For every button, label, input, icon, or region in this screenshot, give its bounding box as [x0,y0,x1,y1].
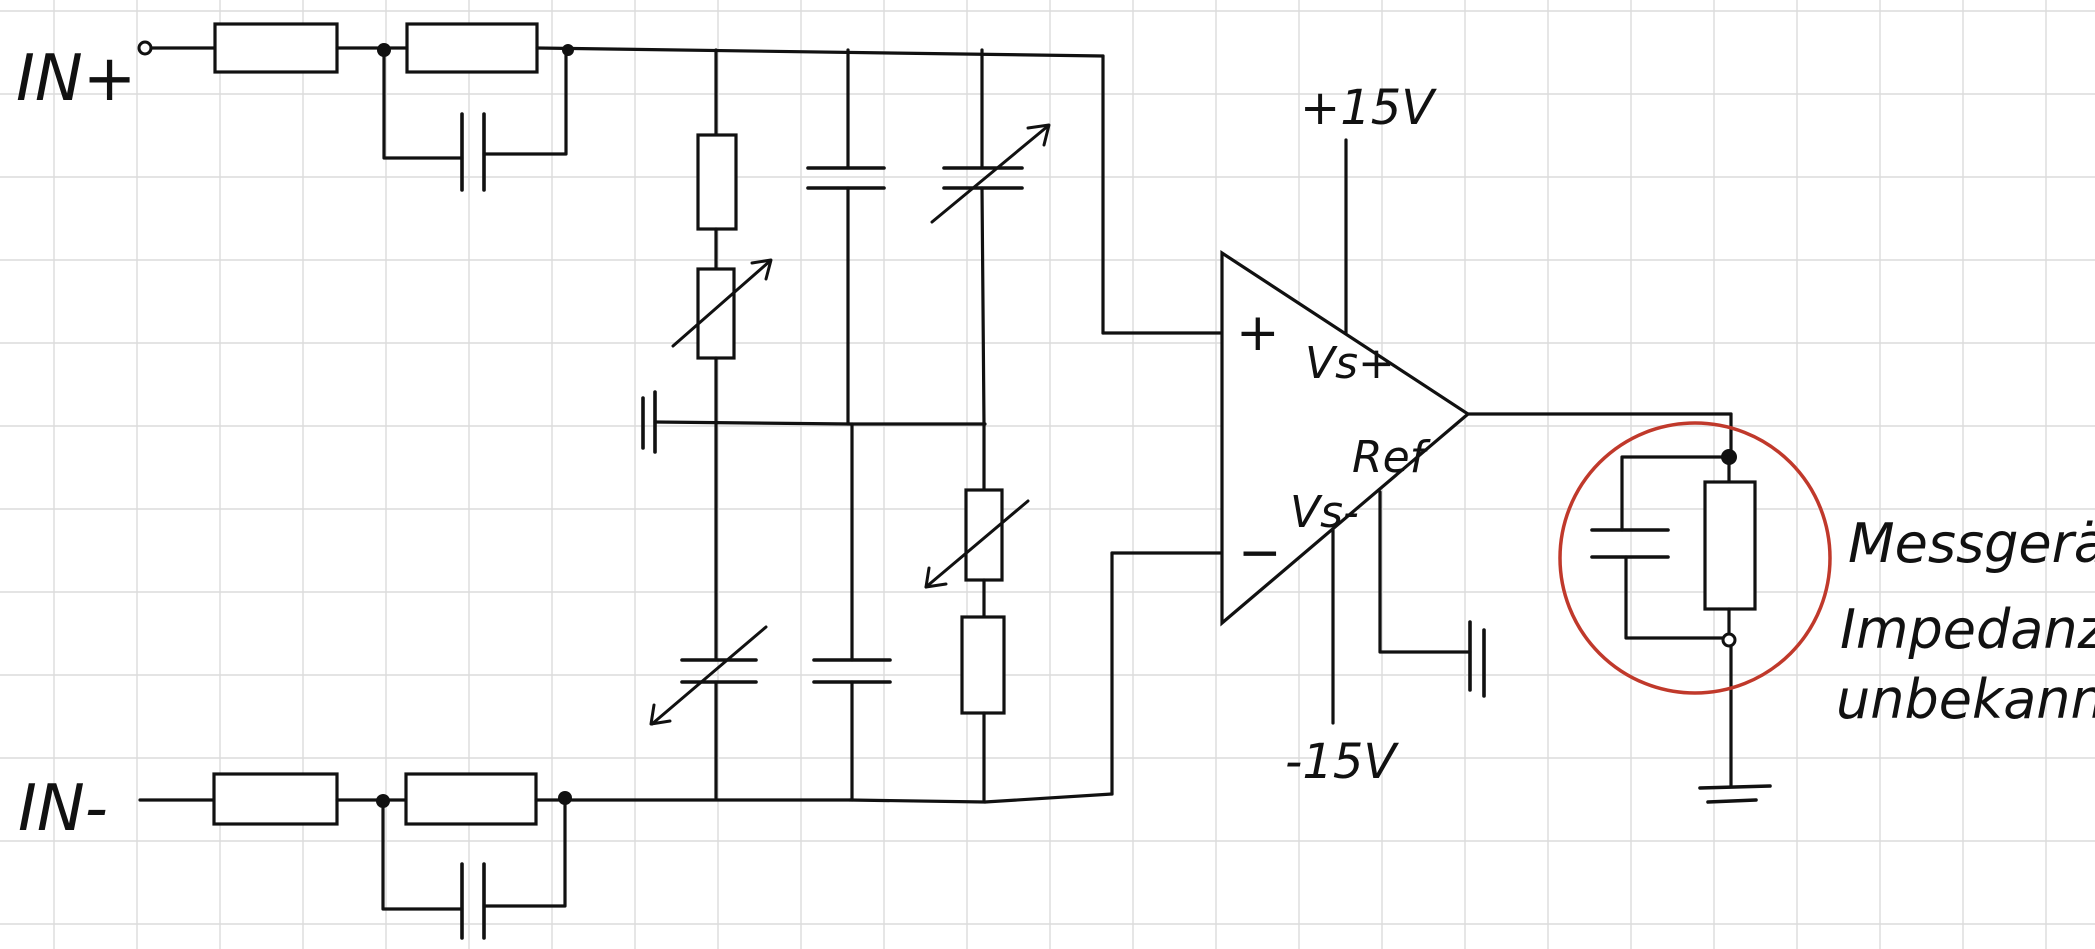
capacitor-top-parallel [382,48,568,192]
highlight-circle [1558,421,1832,695]
input-divider-network [641,48,1051,802]
vs-plus-label: Vs+ [1305,338,1395,389]
annotation-line-2: Impedanz [1840,598,2095,661]
resistor-top-2 [405,22,539,74]
resistor-divider-top [696,133,738,231]
opamp-minus-label: − [1238,523,1282,583]
top-input-network [137,22,1105,192]
resistor-bottom-2 [404,772,538,826]
load-resistor [1703,480,1757,611]
instrumentation-amplifier [1101,54,1733,796]
capacitor-bottom-parallel [381,796,567,940]
load-impedance [1558,412,1832,804]
opamp-plus-label: + [1236,303,1280,363]
annotation-line-3: unbekannt [1836,668,2095,731]
resistor-divider-bottom [960,615,1006,715]
ref-label: Ref [1352,432,1432,483]
in-plus-label: IN+ [16,42,136,116]
supply-neg-label: -15V [1285,734,1399,790]
resistor-top-1 [213,22,339,74]
in-minus-label: IN- [18,772,108,846]
trimmer-resistor-top [696,267,736,360]
annotation-line-1: Messgerät [1848,512,2095,575]
bottom-input-network [138,772,1114,940]
junction-dot [562,44,574,56]
supply-pos-label: +15V [1300,80,1437,136]
vs-minus-label: Vs- [1290,487,1359,538]
trimmer-resistor-bottom [964,488,1004,582]
resistor-bottom-1 [212,772,339,826]
in-plus-terminal [137,40,153,56]
